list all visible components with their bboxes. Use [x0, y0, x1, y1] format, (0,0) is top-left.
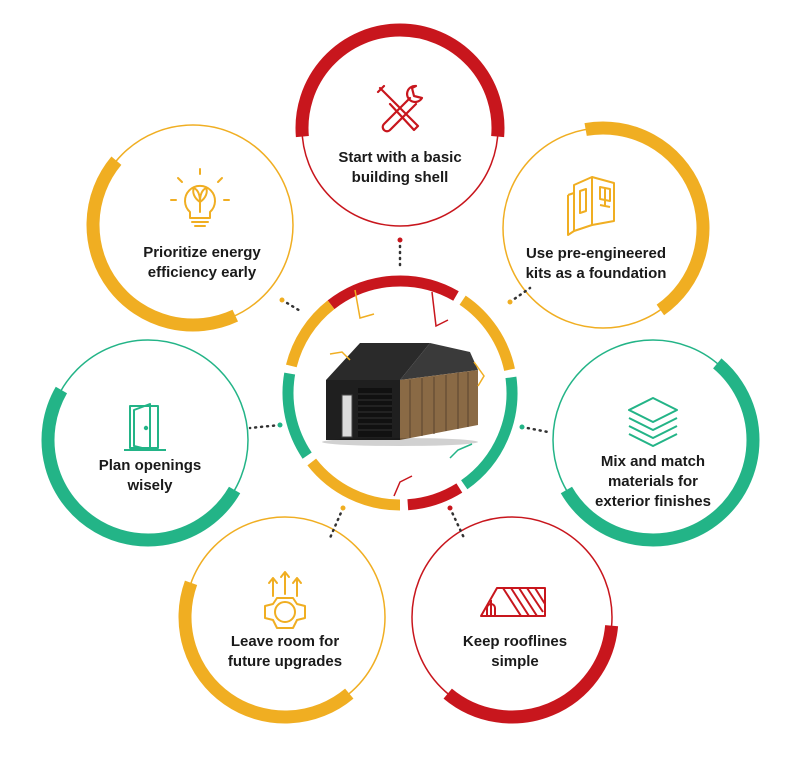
hub-ring [282, 275, 518, 511]
lightbulb-icon [170, 168, 230, 227]
label-line: Mix and match [600, 453, 706, 470]
circle-accent-arc [584, 121, 710, 316]
connector-end-dot [279, 297, 285, 303]
label-line: wisely [127, 477, 173, 494]
label-line: efficiency early [147, 264, 257, 281]
label-rooflines: Keep rooflines simple [430, 632, 600, 672]
flow-arrow [354, 289, 375, 319]
label-mix-materials: Mix and match materials for exterior fin… [563, 452, 743, 512]
connector-dots [520, 425, 550, 434]
step-circle-materials [552, 339, 760, 547]
hub-arrows [329, 289, 485, 497]
gear-upgrade-icon [264, 571, 306, 629]
circle-accent-arc [443, 625, 619, 724]
flow-arrow [449, 443, 473, 459]
connector-dots [248, 423, 282, 430]
tools-icon [376, 84, 424, 133]
step-circle-kits [502, 121, 710, 329]
roof-icon [480, 587, 546, 617]
label-plan-openings: Plan openings wisely [65, 456, 235, 496]
hub-ring-segment [407, 483, 463, 511]
connector-dots [448, 506, 467, 542]
label-line: simple [491, 653, 539, 670]
building-frame-icon [567, 176, 615, 236]
label-line: Keep rooflines [462, 633, 568, 650]
label-line: Plan openings [98, 457, 202, 474]
hub-ring-segment [285, 300, 335, 368]
circle-accent-arc [178, 580, 354, 724]
label-line: future upgrades [227, 653, 343, 670]
flow-arrow [473, 361, 485, 387]
label-line: kits as a foundation [525, 265, 667, 282]
connector-dots [508, 286, 532, 304]
label-line: Use pre-engineered [525, 245, 667, 262]
circle-accent-arc [41, 386, 241, 547]
label-line: building shell [351, 169, 449, 186]
flow-arrow [329, 351, 351, 361]
label-line: materials for [607, 473, 699, 490]
connector-end-dot [397, 237, 403, 243]
label-line: Leave room for [230, 633, 340, 650]
label-line: Prioritize energy [143, 244, 261, 261]
hub-ring-segment [307, 458, 401, 511]
connector-end-dot [519, 424, 525, 430]
label-future-upgrades: Leave room for future upgrades [200, 632, 370, 672]
layers-icon [628, 397, 678, 447]
step-circles [41, 23, 760, 724]
label-energy-efficiency: Prioritize energy efficiency early [112, 243, 292, 283]
hub-ring-segment [327, 275, 459, 310]
circle-accent-arc [86, 156, 239, 332]
hub-ring-segment [461, 376, 518, 490]
connector-end-dot [277, 422, 283, 428]
label-start-shell: Start with a basic building shell [300, 148, 500, 188]
step-circle-upgrades [178, 516, 386, 724]
building-illustration [322, 343, 478, 446]
connector-dots [328, 506, 345, 540]
connector-end-dot [507, 299, 513, 305]
hub-ring-segment [459, 295, 515, 371]
step-circle-start [295, 23, 505, 227]
circle-accent-arc [560, 358, 760, 547]
hub-ring-segment [282, 372, 312, 459]
label-pre-engineered-kits: Use pre-engineered kits as a foundation [506, 244, 686, 284]
label-line: Start with a basic [338, 149, 462, 166]
connector-end-dot [340, 505, 346, 511]
step-circle-openings [41, 339, 249, 547]
flow-arrow [431, 291, 449, 328]
flow-arrow [393, 475, 413, 497]
center-hub [282, 275, 518, 511]
dotted-connectors [248, 237, 550, 542]
connector-dots [280, 298, 304, 314]
connector-end-dot [447, 505, 453, 511]
door-icon [124, 403, 166, 451]
step-circle-energy [86, 124, 294, 332]
circle-accent-arc [295, 23, 505, 138]
label-line: exterior finishes [595, 493, 711, 510]
